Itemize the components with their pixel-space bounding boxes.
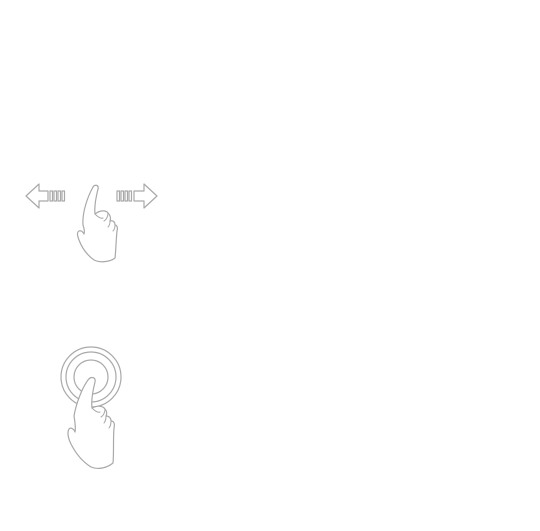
hand-icon (76, 184, 118, 263)
right-arrow-icon (116, 183, 158, 209)
tap-ring-icon (60, 346, 122, 408)
hand-icon (67, 376, 115, 469)
left-arrow-icon (25, 183, 66, 209)
swipe-gesture-icon (24, 180, 160, 266)
tap-gesture-icon (56, 344, 128, 472)
